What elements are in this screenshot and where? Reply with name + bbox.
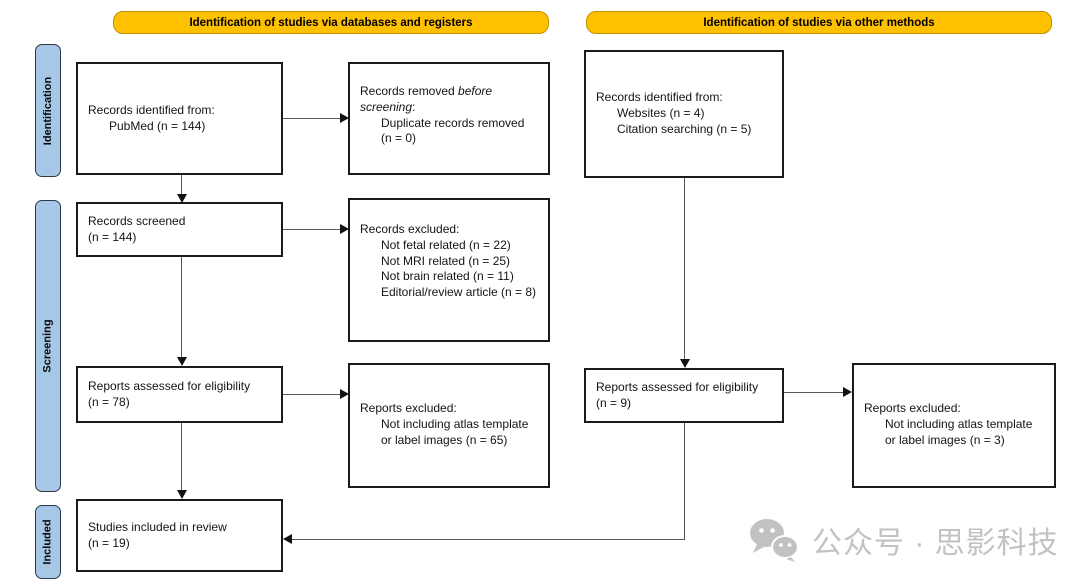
box-line: (n = 78) (88, 394, 130, 409)
box-line: Reports assessed for eligibility (88, 378, 251, 393)
box-records-removed: Records removed before screening: Duplic… (348, 62, 550, 175)
arrow-other-identified-to-assessed (684, 178, 685, 360)
arrow-other-assessed-to-included-horizontal (292, 539, 685, 540)
box-records-excluded: Records excluded: Not fetal related (n =… (348, 198, 550, 342)
box-line: Records identified from: (596, 90, 723, 105)
box-reports-assessed-other: Reports assessed for eligibility (n = 9) (584, 368, 784, 423)
arrowhead-down-icon (177, 490, 187, 499)
box-line: Studies included in review (88, 519, 227, 534)
box-line: Not brain related (n = 11) (381, 269, 514, 284)
box-line: screening: (360, 100, 538, 116)
box-line: Records screened (88, 213, 186, 228)
box-line-text: Records removed (360, 84, 459, 98)
header-databases-registers: Identification of studies via databases … (113, 11, 549, 34)
box-studies-included: Studies included in review (n = 19) (76, 499, 283, 572)
box-line: (n = 19) (88, 535, 130, 550)
box-line: Not including atlas template (381, 416, 529, 431)
box-records-screened: Records screened (n = 144) (76, 202, 283, 257)
box-line: or label images (n = 65) (381, 432, 508, 447)
arrowhead-down-icon (177, 194, 187, 203)
box-line: PubMed (n = 144) (109, 118, 206, 133)
stage-screening: Screening (35, 200, 61, 492)
arrowhead-right-icon (340, 224, 349, 234)
box-reports-excluded-other: Reports excluded: Not including atlas te… (852, 363, 1056, 488)
box-line: (n = 144) (88, 229, 137, 244)
box-line: Not fetal related (n = 22) (381, 237, 511, 252)
box-line: Records excluded: (360, 222, 460, 236)
box-reports-excluded-databases: Reports excluded: Not including atlas te… (348, 363, 550, 488)
stage-identification-label: Identification (42, 76, 55, 145)
header-other-methods: Identification of studies via other meth… (586, 11, 1052, 34)
box-line-text: : (412, 99, 416, 114)
box-line: Editorial/review article (n = 8) (381, 285, 537, 300)
arrow-identified-to-screened (181, 175, 182, 194)
box-reports-assessed-databases: Reports assessed for eligibility (n = 78… (76, 366, 283, 423)
arrowhead-right-icon (843, 387, 852, 397)
arrowhead-down-icon (680, 359, 690, 368)
box-line: Records identified from: (88, 102, 215, 117)
arrow-assessed-to-included (181, 423, 182, 491)
box-records-identified-other: Records identified from: Websites (n = 4… (584, 50, 784, 178)
arrowhead-left-icon (283, 534, 292, 544)
box-line-italic: screening (360, 99, 413, 114)
watermark-text: 公众号 · 思影科技 (812, 527, 1059, 560)
box-line: Records removed before (360, 84, 538, 100)
arrowhead-right-icon (340, 389, 349, 399)
box-line: Websites (n = 4) (617, 106, 705, 121)
box-line: Not including atlas template (885, 416, 1033, 431)
arrowhead-down-icon (177, 357, 187, 366)
stage-included: Included (35, 505, 61, 579)
box-line: (n = 9) (596, 395, 632, 410)
stage-identification: Identification (35, 44, 61, 177)
box-records-identified-databases: Records identified from: PubMed (n = 144… (76, 62, 283, 175)
stage-included-label: Included (42, 519, 55, 565)
arrow-assessed-to-reports-excluded (283, 394, 341, 395)
box-line: or label images (n = 3) (885, 432, 1005, 447)
arrowhead-right-icon (340, 113, 349, 123)
watermark: 公众号 · 思影科技 (748, 518, 1059, 562)
wechat-icon (750, 519, 799, 562)
box-line-italic: before (458, 84, 493, 98)
box-line: Duplicate records removed (381, 115, 525, 130)
box-line: Reports assessed for eligibility (596, 379, 759, 394)
box-line: Reports excluded: (360, 401, 457, 415)
arrow-screened-to-assessed (181, 257, 182, 358)
arrow-other-assessed-to-excluded (784, 392, 844, 393)
box-line: Citation searching (n = 5) (617, 121, 752, 136)
arrow-other-assessed-to-included-vertical (684, 423, 685, 539)
arrow-identified-to-removed (283, 118, 341, 119)
arrow-screened-to-excluded (283, 229, 341, 230)
box-line: (n = 0) (381, 131, 417, 146)
box-line: Not MRI related (n = 25) (381, 253, 511, 268)
box-line: Reports excluded: (864, 401, 961, 415)
stage-screening-label: Screening (42, 319, 54, 373)
